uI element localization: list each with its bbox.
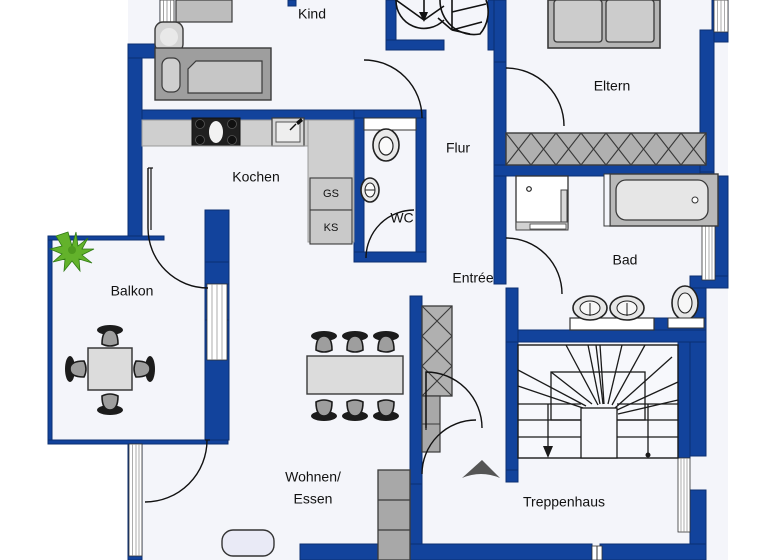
kitchen-sink [271, 117, 305, 147]
door-wc [365, 209, 415, 259]
dining-chair [373, 399, 399, 421]
bad-toilet [667, 285, 705, 329]
door-entree [425, 371, 483, 429]
dining-chair [311, 399, 337, 421]
wc-shelf [363, 117, 417, 131]
kind-bed-pillow [161, 57, 181, 93]
bad-bathtub [603, 173, 719, 227]
dining-chair [373, 331, 399, 353]
wall-balcony-top [47, 235, 165, 241]
kitchen-fridge [309, 209, 353, 245]
treppenhaus-staircase [517, 344, 679, 459]
wall-entree-right [505, 287, 519, 343]
wall-top-kind [287, 0, 297, 7]
wall-balcony-left [47, 235, 53, 445]
wall-kochen-kind [141, 109, 365, 121]
wall-wc-bottom [353, 251, 427, 263]
dining-table [306, 355, 404, 395]
wall-wc-top [353, 109, 427, 119]
door-balkon [144, 439, 208, 503]
room-label-kochen: Kochen [232, 169, 279, 185]
balcony-chair [133, 356, 155, 382]
window-living-bottom [128, 443, 143, 557]
door-kind [363, 59, 423, 119]
wall-flur-eltern [493, 0, 507, 63]
room-label-eltern: Eltern [594, 78, 631, 94]
room-label-wc: WC [390, 210, 413, 226]
wall-bad-left [493, 175, 507, 285]
furniture-kitchen [141, 117, 355, 245]
wall-treppe-left [505, 341, 519, 483]
window-treppenhaus-right [677, 457, 691, 533]
furniture-wohnen-essen [221, 331, 411, 560]
furniture-kind [154, 0, 272, 101]
eltern-wardrobe [505, 132, 707, 166]
window-eltern-right [713, 0, 729, 33]
wall-treppe-right [677, 341, 691, 459]
wall-bottom-b [599, 543, 707, 560]
wc-washbasin [360, 177, 380, 203]
appliance-label-gs: GS [323, 188, 339, 200]
room-label-kind: Kind [298, 6, 326, 22]
wall-living-win-top [204, 261, 230, 285]
room-label-bad: Bad [613, 252, 638, 268]
appliance-label-ks: KS [324, 222, 339, 234]
wall-treppe-bot2 [505, 469, 519, 483]
wall-eltern-left [493, 61, 507, 173]
living-sideboard [377, 469, 411, 560]
balcony-chair [97, 393, 123, 415]
eltern-double-bed [547, 0, 661, 49]
room-label-balkon: Balkon [111, 283, 154, 299]
door-swings [144, 59, 565, 503]
dining-chair [311, 331, 337, 353]
door-bad [505, 237, 563, 295]
wall-bad-bottom [505, 329, 707, 343]
spiral-staircase-icon [395, 0, 489, 36]
kind-wardrobe [175, 0, 233, 23]
balcony-chair [97, 325, 123, 347]
balcony-chair [65, 356, 87, 382]
room-label-wohnen-essen-line1: Wohnen/ [285, 469, 341, 485]
door-kochen [147, 168, 209, 289]
wc-toilet [372, 128, 400, 162]
room-label-wohnen-essen-line2: Essen [294, 491, 333, 507]
window-treppenhaus-bottom [591, 545, 603, 560]
wall-bottom-a [299, 543, 593, 560]
north-arrow-icon [462, 460, 500, 478]
window-living-left [206, 283, 228, 361]
kitchen-cooktop [191, 117, 241, 147]
dining-chair [342, 399, 368, 421]
wall-left-upper [127, 43, 143, 237]
wall-entree-left [409, 295, 423, 497]
furniture-eltern [505, 0, 707, 166]
dining-chair [342, 331, 368, 353]
bad-double-washbasin [569, 295, 655, 331]
kitchen-dishwasher [309, 177, 353, 211]
room-labels: Kind Kochen WC Flur Eltern Bad Entrée Ba… [111, 6, 638, 510]
wall-spiral-bottom [385, 39, 445, 51]
furniture-entree [421, 305, 453, 453]
room-label-flur: Flur [446, 140, 470, 156]
fixtures-bad [515, 173, 719, 331]
door-eltern [505, 67, 565, 127]
wall-wc-right [415, 109, 427, 263]
kind-bed-duvet [187, 60, 263, 94]
room-label-entree: Entrée [452, 270, 493, 286]
fixtures-wc [360, 117, 417, 203]
furniture-balkon [48, 231, 155, 415]
door-treppenhaus [421, 419, 477, 475]
bad-shower [515, 175, 569, 231]
balcony-plant-icon [48, 231, 95, 273]
coffee-table [221, 529, 275, 557]
balcony-table [87, 347, 133, 391]
room-label-treppenhaus: Treppenhaus [523, 494, 605, 510]
wall-balcony-bottom [47, 439, 229, 445]
